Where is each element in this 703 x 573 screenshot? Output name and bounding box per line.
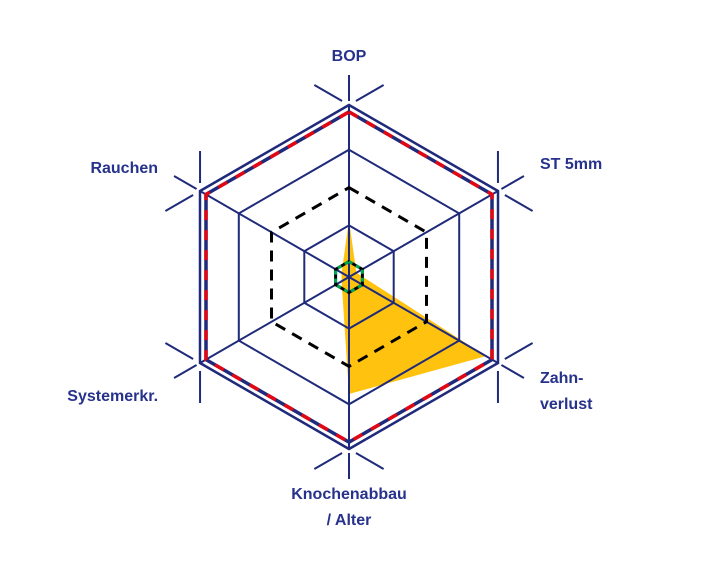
vertex-tick [313,452,343,470]
axis-label-systemerkr: Systemerkr. [67,388,158,405]
axis-spoke-extension [500,364,525,379]
axis-spoke-extension [173,364,198,379]
axis-spoke-extension [500,175,525,190]
axis-spoke [199,190,350,278]
low-risk-boundary [270,185,428,369]
vertex-tick [504,194,534,212]
center-hexagon-base [334,259,364,295]
vertex-tick [313,84,343,102]
axis-label-st-5mm: ST 5mm [540,156,602,173]
vertex-tick [504,342,534,360]
axis-spoke [199,276,350,364]
vertex-tick [355,84,385,102]
axis-spoke-extension [173,175,198,190]
vertex-tick [355,452,385,470]
axis-label-bop: BOP [332,48,367,65]
vertex-tick [164,194,194,212]
axis-spoke [348,190,499,278]
vertex-tick [164,342,194,360]
axis-spoke [348,276,499,364]
axis-label-zahnverlust: Zahn-verlust [540,370,593,413]
high-risk-boundary [204,109,494,445]
axis-label-knochenabbau: Knochenabbau/ Alter [291,486,407,529]
axis-label-rauchen: Rauchen [90,160,158,177]
